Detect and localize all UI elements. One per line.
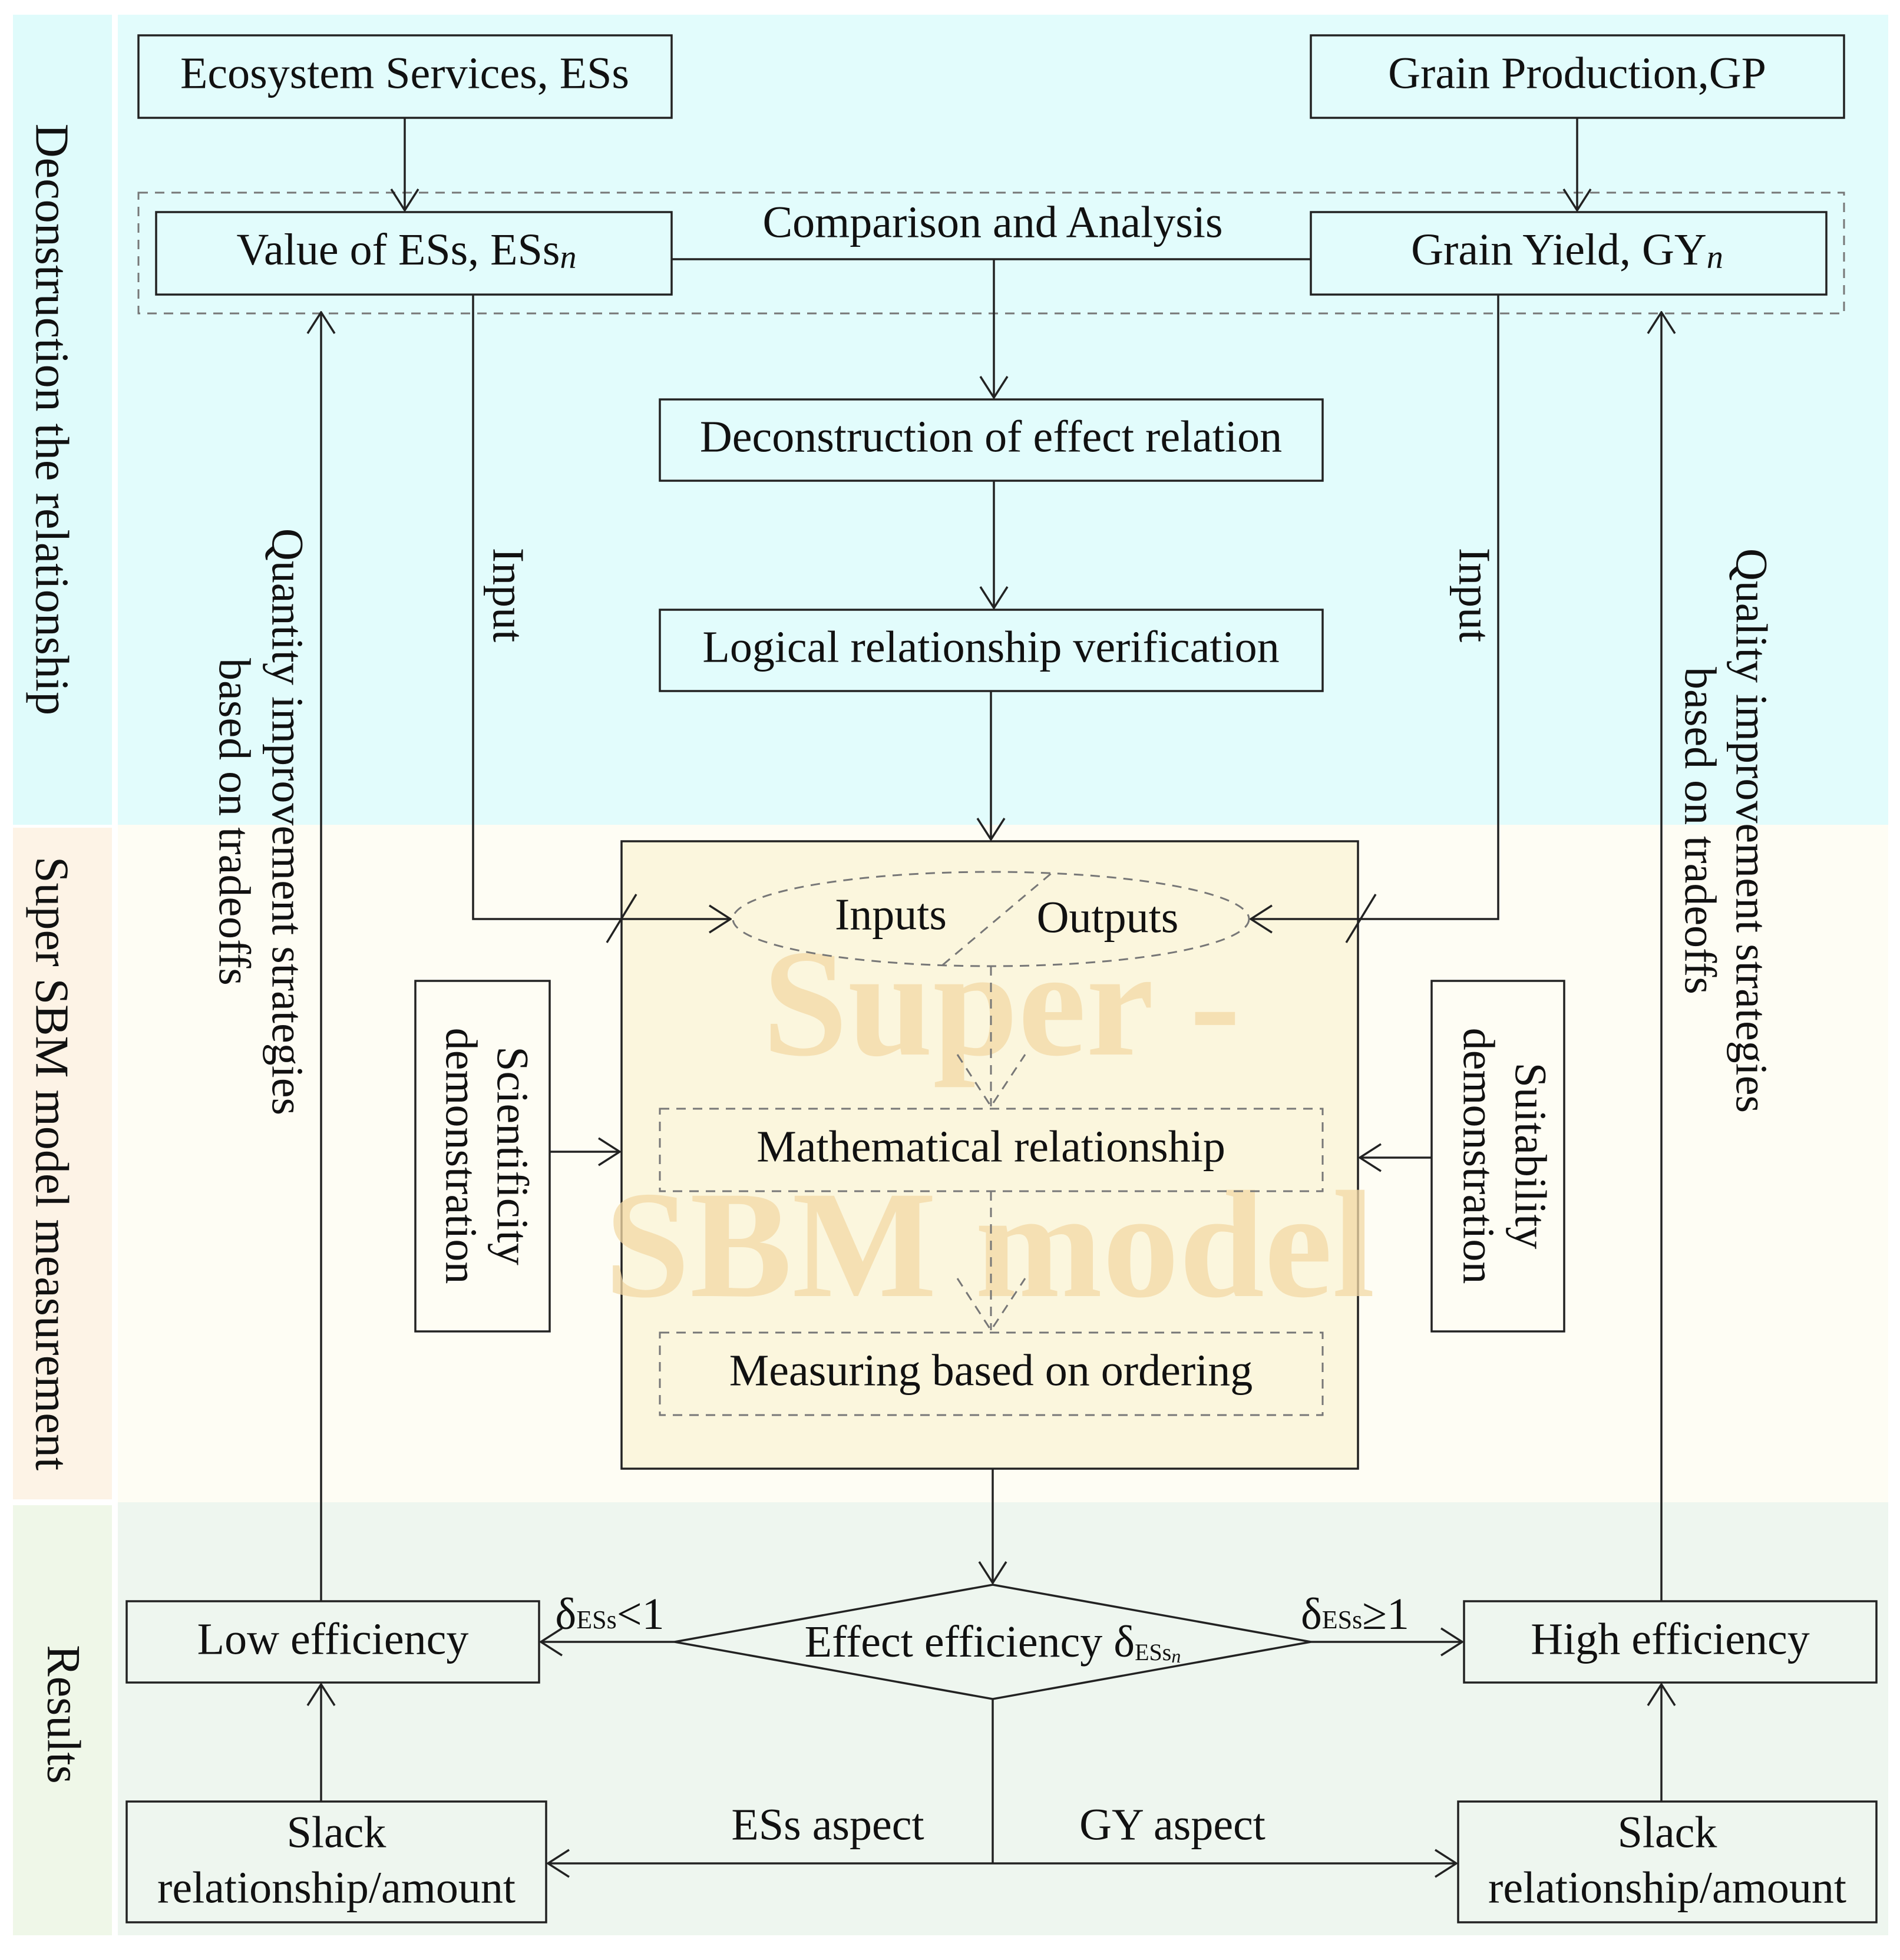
low-efficiency-box [125, 1600, 540, 1684]
section-bar-results [13, 1505, 112, 1935]
inputs-outputs-divider [942, 872, 1052, 966]
delta-high-cond: ≥1 [1362, 1589, 1409, 1639]
scientificity-box [414, 980, 551, 1333]
ecosystem-services-label: Ecosystem Services, ESs [180, 48, 629, 98]
super-sbm-model-box [620, 840, 1359, 1470]
outputs-label: Outputs [1037, 893, 1179, 942]
scientificity-line-1: Scientificity [488, 1046, 537, 1265]
grain-yield-label: Grain Yield, GYn [1411, 225, 1723, 275]
low-efficiency-label: Low efficiency [197, 1614, 469, 1664]
effect-efficiency-label: Effect efficiency δESsn [805, 1617, 1181, 1667]
ess-aspect-label: ESs aspect [731, 1800, 924, 1849]
delta-low-cond: <1 [617, 1589, 665, 1639]
delta-low-symbol: δ [555, 1589, 576, 1639]
grain-yield-box [1310, 211, 1828, 296]
value-of-ess-box [155, 211, 673, 296]
section-title-super-sbm: Super SBM model measurement [26, 857, 78, 1470]
effect-efficiency-main: Effect efficiency δ [805, 1617, 1135, 1667]
inputs-label: Inputs [835, 890, 947, 939]
delta-low-sub: ESs [576, 1605, 616, 1634]
high-efficiency-box [1463, 1600, 1878, 1684]
scientificity-line-2: demonstration [437, 1028, 486, 1284]
watermark-line-1: Super - [762, 918, 1240, 1088]
value-of-ess-label: Value of ESs, ESsn [237, 225, 577, 275]
deconstruction-box [659, 398, 1324, 482]
delta-high-symbol: δ [1301, 1589, 1322, 1639]
quality-strategy-line-2: based on tradeoffs [1676, 667, 1725, 994]
effect-efficiency-subsub: n [1171, 1645, 1181, 1667]
section-title-results: Results [38, 1645, 90, 1784]
value-of-ess-sub: n [560, 239, 576, 276]
input-left-path [472, 295, 731, 919]
input-right-path [1251, 295, 1499, 919]
suitability-line-2: demonstration [1454, 1028, 1504, 1284]
delta-high-label: δESs≥1 [1301, 1589, 1409, 1639]
grain-yield-sub: n [1707, 239, 1723, 276]
value-of-ess-main: Value of ESs, ESs [237, 225, 560, 275]
quantity-strategy-line-1: Quantity improvement strategies [263, 528, 312, 1115]
slack-right-line-2: relationship/amount [1488, 1863, 1846, 1912]
quality-strategy-line-1: Quality improvement strategies [1727, 548, 1776, 1113]
comparison-group-outline [137, 191, 1845, 315]
mathematical-relationship-label: Mathematical relationship [756, 1122, 1225, 1171]
suitability-line-1: Suitability [1506, 1063, 1555, 1250]
slack-left-box [125, 1800, 547, 1923]
section-bar-super-sbm [13, 828, 112, 1499]
input-left-label: Input [484, 548, 533, 642]
section-bar-deconstruction [13, 15, 112, 825]
quantity-strategy-line-2: based on tradeoffs [210, 658, 259, 986]
grain-production-label: Grain Production,GP [1388, 48, 1766, 98]
measuring-label: Measuring based on ordering [729, 1346, 1253, 1395]
effect-efficiency-sub: ESs [1135, 1639, 1171, 1665]
high-efficiency-label: High efficiency [1531, 1614, 1809, 1664]
dashed-arrowhead-measure [956, 1278, 1026, 1332]
suitability-box [1430, 980, 1565, 1333]
watermark-line-2: SBM model [604, 1160, 1374, 1330]
break-mark-left [606, 894, 637, 943]
delta-low-label: δESs<1 [555, 1589, 664, 1639]
slack-left-line-2: relationship/amount [157, 1863, 516, 1912]
grain-yield-main: Grain Yield, GY [1411, 225, 1707, 275]
comparison-label: Comparison and Analysis [762, 197, 1222, 247]
deconstruction-label: Deconstruction of effect relation [700, 412, 1282, 461]
slack-right-box [1457, 1800, 1878, 1923]
slack-right-line-1: Slack [1618, 1807, 1717, 1857]
section-title-deconstruction: Deconstruction the relationship [26, 124, 78, 715]
input-right-label: Input [1450, 548, 1499, 642]
dashed-arrowhead-math [956, 1054, 1026, 1108]
measuring-box [659, 1331, 1324, 1416]
gy-aspect-label: GY aspect [1079, 1800, 1265, 1849]
band-deconstruction [118, 15, 1888, 825]
logical-verification-label: Logical relationship verification [702, 622, 1279, 672]
slack-left-line-1: Slack [287, 1807, 386, 1857]
break-mark-right [1345, 894, 1377, 943]
delta-high-sub: ESs [1322, 1605, 1362, 1634]
